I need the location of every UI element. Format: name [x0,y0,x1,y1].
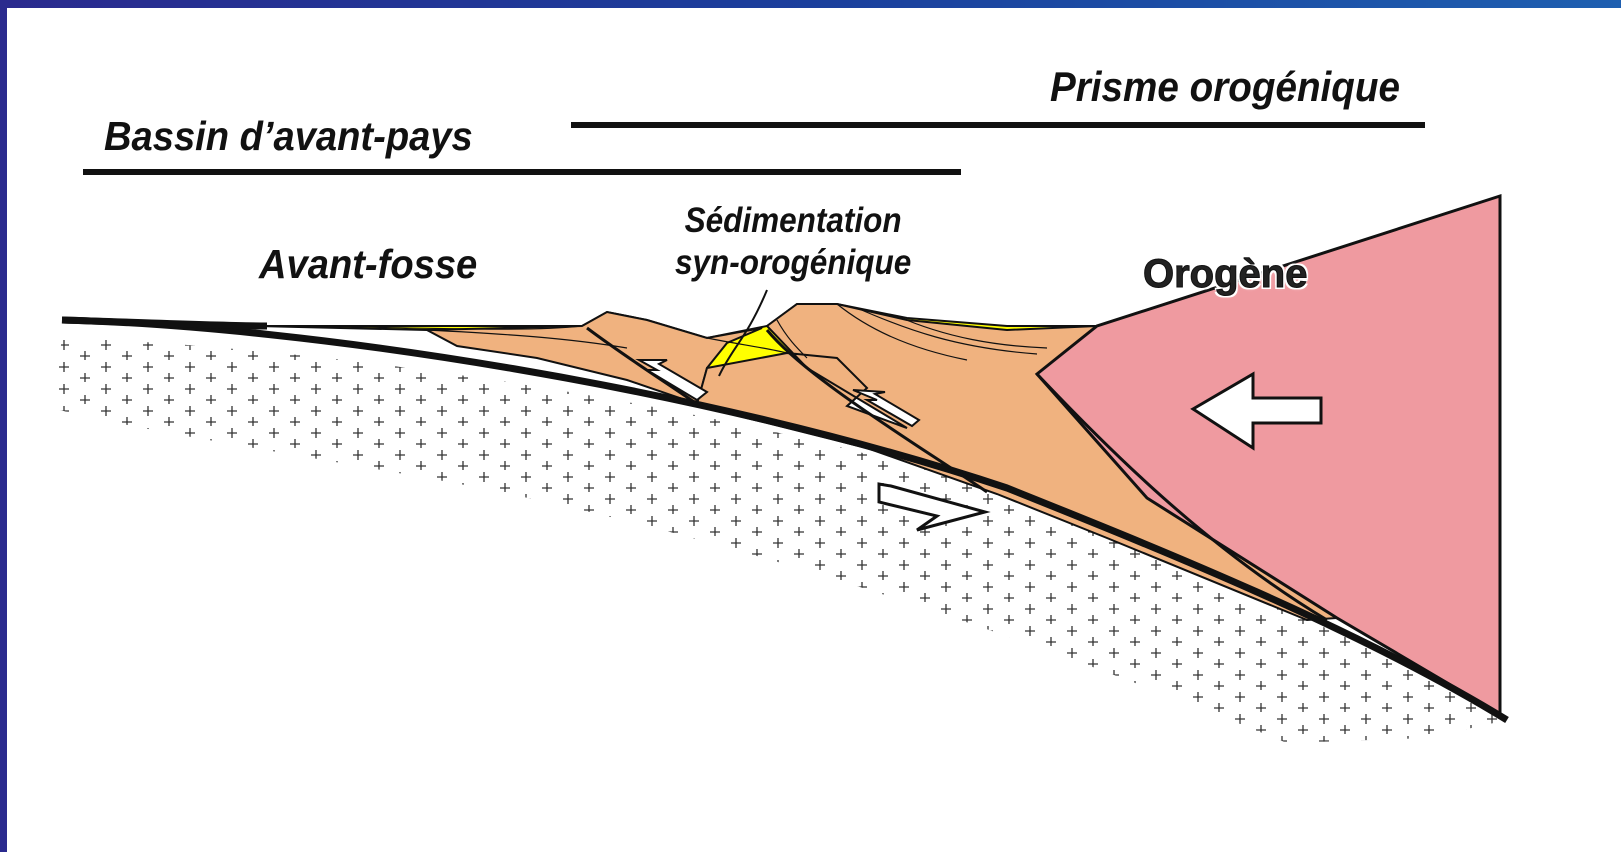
label-avant-fosse: Avant-fosse [259,244,477,285]
title-prisme-orogenique: Prisme orogénique [1050,66,1400,108]
foreland-surface [62,320,267,326]
label-sedimentation-line1: Sédimentation [675,200,911,242]
label-sedimentation-line2: syn-orogénique [675,242,911,284]
diagram-canvas: Prisme orogénique Bassin d’avant-pays Av… [7,8,1621,852]
label-orogene: Orogène [1143,254,1307,294]
title-bassin-avant-pays: Bassin d’avant-pays [104,116,473,157]
label-sedimentation: Sédimentation syn-orogénique [675,200,911,284]
